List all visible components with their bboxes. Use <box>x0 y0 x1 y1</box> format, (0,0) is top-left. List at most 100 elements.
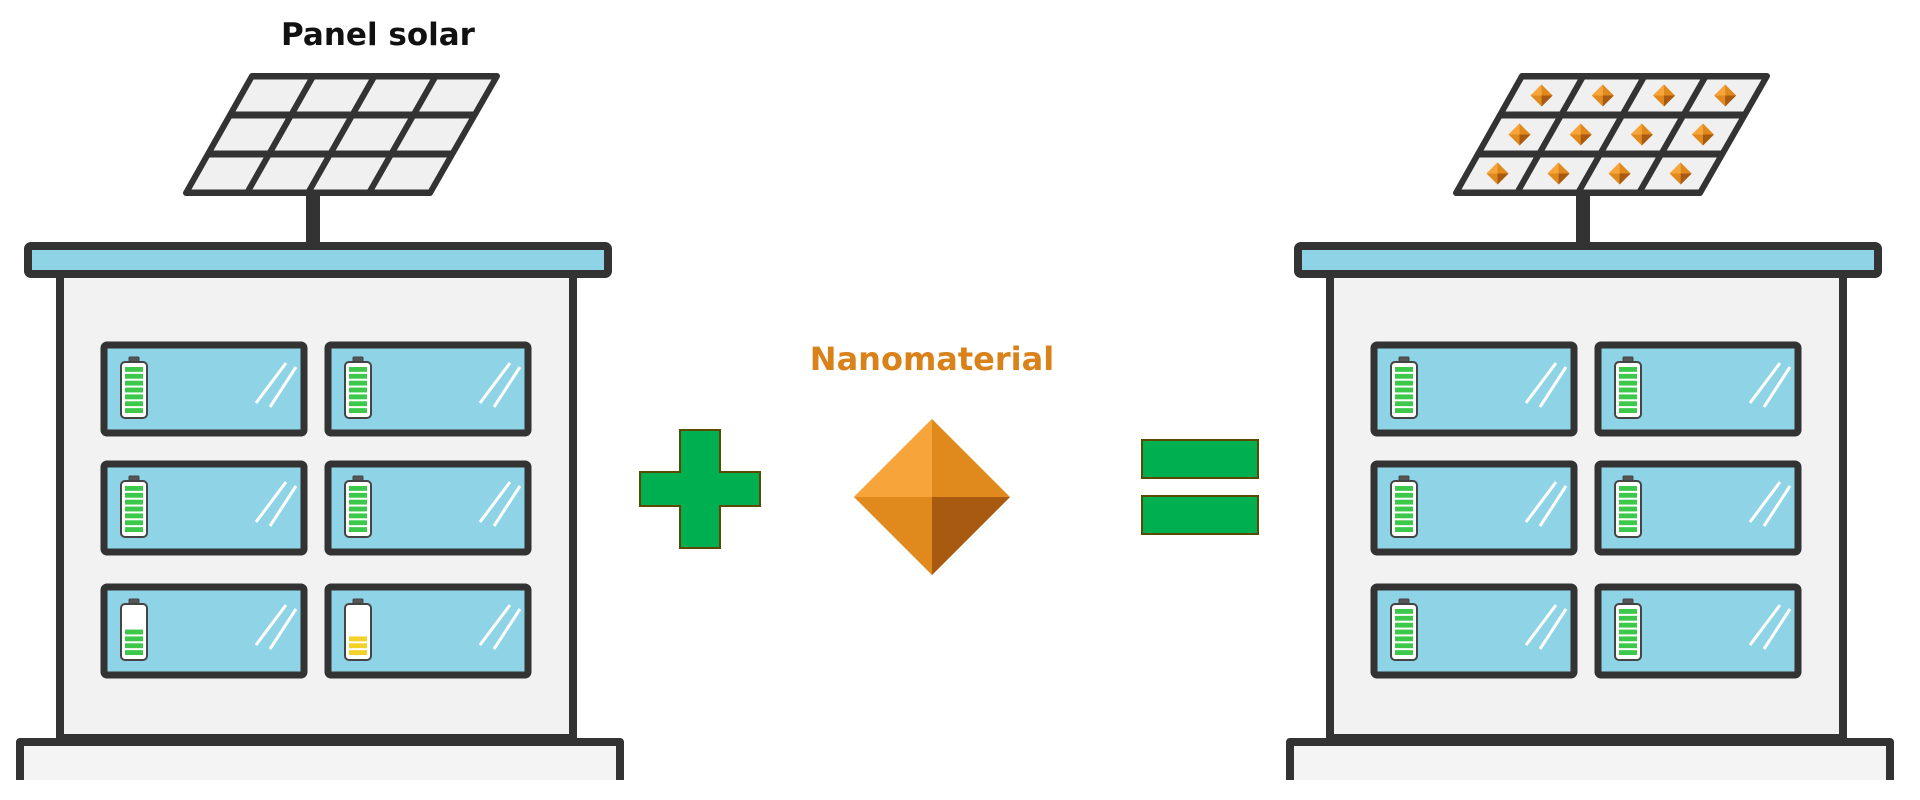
battery-segment <box>349 408 367 413</box>
battery-segment <box>1619 408 1637 413</box>
battery-segment <box>349 401 367 407</box>
diamond-icon <box>1569 123 1592 146</box>
battery-icon <box>1390 475 1418 538</box>
battery-segment <box>125 520 143 526</box>
building-base <box>16 738 624 780</box>
window-glass <box>324 460 532 556</box>
battery-segment <box>1395 367 1413 372</box>
window-glare <box>478 362 512 404</box>
panel-cell <box>274 118 347 151</box>
battery-segment <box>1619 520 1637 526</box>
battery-segment <box>1395 527 1413 532</box>
window-glass <box>100 341 308 437</box>
battery-segment <box>1619 486 1637 491</box>
battery-segment <box>1395 520 1413 526</box>
battery-segment <box>1619 373 1637 379</box>
diamond-icon <box>1530 84 1553 107</box>
battery-segment <box>1395 622 1413 628</box>
window-glare <box>478 604 512 646</box>
battery-icon <box>1390 598 1418 661</box>
window-glare <box>1762 366 1792 408</box>
panel-pole <box>1576 190 1590 246</box>
window <box>324 583 532 679</box>
battery-segment <box>1619 629 1637 635</box>
battery-segment <box>125 650 143 655</box>
window-glare <box>268 366 298 408</box>
battery-segment <box>125 394 143 400</box>
battery-segment <box>1619 401 1637 407</box>
building-base <box>1286 738 1894 780</box>
battery-segment <box>1619 387 1637 393</box>
diamond-icon <box>1630 123 1653 146</box>
battery-icon <box>1614 598 1642 661</box>
battery-segment <box>1619 636 1637 642</box>
battery-icon <box>1390 356 1418 419</box>
battery-segment <box>1619 499 1637 505</box>
battery-segment <box>1395 643 1413 649</box>
battery-segment <box>349 367 367 372</box>
panel-cell <box>374 157 447 190</box>
window-glare <box>1524 481 1558 523</box>
window-glass <box>1370 460 1578 556</box>
panel-cell <box>296 79 370 112</box>
battery-segment <box>1619 615 1637 621</box>
window-glare <box>254 481 288 523</box>
window-glare <box>254 604 288 646</box>
building-left <box>16 73 624 780</box>
building-ground <box>20 740 620 780</box>
battery-segment <box>349 513 367 519</box>
battery-segment <box>125 629 143 635</box>
window <box>1594 583 1802 679</box>
battery-segment <box>1619 643 1637 649</box>
building-right <box>1286 73 1894 780</box>
battery-segment <box>349 643 367 649</box>
solar-panel <box>183 73 500 246</box>
window-glare <box>478 481 512 523</box>
window-glare <box>268 485 298 527</box>
building-ground <box>1290 740 1890 780</box>
window <box>324 460 532 556</box>
diamond-icon <box>1691 123 1714 146</box>
battery-segment <box>125 408 143 413</box>
window-glass <box>1370 341 1578 437</box>
window <box>100 341 308 437</box>
battery-segment <box>1619 492 1637 498</box>
window <box>1594 341 1802 437</box>
equals-icon <box>1141 439 1259 535</box>
window <box>100 460 308 556</box>
battery-segment <box>1395 373 1413 379</box>
battery-segment <box>125 401 143 407</box>
battery-segment <box>125 643 143 649</box>
equation-symbols <box>639 419 1259 575</box>
battery-segment <box>349 486 367 491</box>
battery-segment <box>1395 408 1413 413</box>
battery-icon <box>1614 475 1642 538</box>
battery-icon <box>344 475 372 538</box>
window-glare <box>492 485 522 527</box>
window-glare <box>492 366 522 408</box>
panel-cell <box>335 118 409 151</box>
battery-segment <box>1395 387 1413 393</box>
window-glare <box>1538 485 1568 527</box>
battery-icon <box>344 356 372 419</box>
window <box>1370 460 1578 556</box>
battery-segment <box>1619 513 1637 519</box>
battery-segment <box>125 373 143 379</box>
battery-segment <box>125 499 143 505</box>
window-glass <box>324 341 532 437</box>
battery-segment <box>349 520 367 526</box>
window-glass <box>100 583 308 679</box>
window-glass <box>1594 583 1802 679</box>
battery-segment <box>1395 636 1413 642</box>
panel-pole <box>306 190 320 246</box>
battery-segment <box>1395 380 1413 386</box>
battery-segment <box>349 650 367 655</box>
battery-segment <box>349 380 367 386</box>
battery-segment <box>1619 622 1637 628</box>
diamond-icon <box>1608 162 1631 185</box>
panel-cell <box>418 79 492 112</box>
nanomaterial-label: Nanomaterial <box>810 340 1054 378</box>
panel-cell <box>313 157 386 190</box>
battery-segment <box>125 367 143 372</box>
window-glare <box>1524 604 1558 646</box>
